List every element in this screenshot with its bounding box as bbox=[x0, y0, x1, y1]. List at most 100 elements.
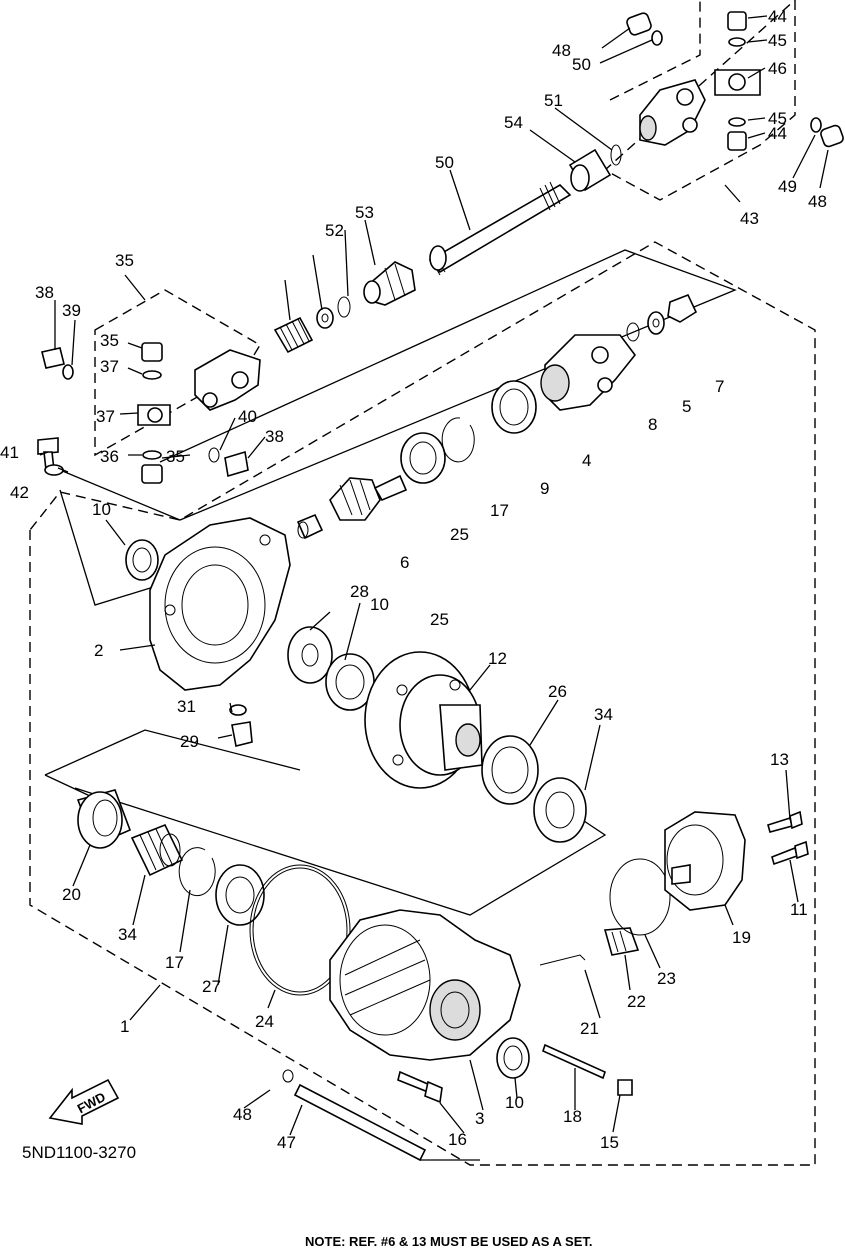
collar-part-54 bbox=[568, 144, 622, 192]
callout-37b: 38 bbox=[265, 427, 284, 446]
callout-25: 25 bbox=[450, 525, 469, 544]
callout-26: 26 bbox=[548, 682, 567, 701]
callout-16: 16 bbox=[448, 1130, 467, 1149]
callout-35: 37 bbox=[100, 357, 119, 376]
callout-9: 9 bbox=[540, 479, 549, 498]
callout-18: 18 bbox=[563, 1107, 582, 1126]
bolt-part-14 bbox=[767, 810, 803, 833]
callout-11: 10 bbox=[370, 595, 389, 614]
callout-12: 11 bbox=[790, 900, 808, 919]
callout-21: 20 bbox=[62, 885, 81, 904]
ujoint-part-33 bbox=[41, 342, 261, 484]
callout-2: 2 bbox=[94, 641, 103, 660]
callout-34b: 35 bbox=[166, 447, 185, 466]
bearing-part-31 bbox=[130, 823, 184, 877]
shaft-part-49 bbox=[428, 181, 572, 276]
bearing-part-26 bbox=[481, 735, 539, 805]
nut-part-7 bbox=[626, 293, 698, 342]
callout-19: 19 bbox=[732, 928, 751, 947]
callout-50b: 52 bbox=[325, 221, 344, 240]
callout-3: 3 bbox=[475, 1109, 484, 1128]
circlip-part-17 bbox=[441, 417, 475, 463]
callout-50: 51 bbox=[544, 91, 563, 110]
callout-30: 31 bbox=[177, 697, 196, 716]
bolt-part-39 bbox=[37, 437, 64, 476]
callout-32: 34 bbox=[594, 705, 613, 724]
callout-29: 29 bbox=[180, 732, 199, 751]
case-part-3 bbox=[329, 909, 521, 1061]
callout-54: 54 bbox=[504, 113, 523, 132]
leader-lines bbox=[39, 15, 829, 1161]
callout-27: 27 bbox=[202, 977, 221, 996]
bearing-part-27 bbox=[215, 864, 265, 926]
callout-43: 43 bbox=[740, 209, 759, 228]
seal-part-10 bbox=[125, 539, 159, 581]
assembly-note: NOTE: REF. #6 & 13 MUST BE USED AS A SET… bbox=[305, 1234, 593, 1249]
rod-part-20 bbox=[539, 954, 586, 966]
circlip-part-17b bbox=[178, 847, 216, 897]
callout-1: 1 bbox=[120, 1017, 129, 1036]
callout-17b: 17 bbox=[165, 953, 184, 972]
housing-part-2 bbox=[149, 517, 291, 691]
callout-40: 42 bbox=[10, 483, 29, 502]
callout-37: 38 bbox=[35, 283, 54, 302]
callout-45b: 45 bbox=[768, 109, 787, 128]
pin-part-41 bbox=[282, 1069, 427, 1162]
callout-33: 35 bbox=[115, 251, 134, 270]
callout-36: 37 bbox=[96, 407, 115, 426]
callout-49: 50 bbox=[435, 153, 454, 172]
shim-part-11 bbox=[287, 626, 333, 684]
callout-8: 8 bbox=[648, 415, 657, 434]
yoke-part-43 bbox=[626, 11, 844, 151]
callout-28: 28 bbox=[350, 582, 369, 601]
callout-13: 12 bbox=[488, 649, 507, 668]
pin-part-18 bbox=[542, 1043, 606, 1080]
bearing-part-28 bbox=[296, 513, 324, 540]
plug-part-15 bbox=[617, 1079, 633, 1096]
callout-48b: 49 bbox=[778, 177, 797, 196]
callout-38: 39 bbox=[62, 301, 81, 320]
parts bbox=[37, 11, 844, 1162]
bolt-part-16 bbox=[397, 1070, 443, 1104]
assembly-boundaries bbox=[29, 0, 816, 1166]
ringgear-part-13 bbox=[364, 651, 483, 789]
callout-23: 23 bbox=[657, 969, 676, 988]
callout-25b: 25 bbox=[430, 610, 449, 629]
spring-part-52 bbox=[273, 296, 351, 354]
callout-47b: 48 bbox=[808, 192, 827, 211]
callout-34: 35 bbox=[100, 331, 119, 350]
callout-10: 10 bbox=[92, 500, 111, 519]
callout-6: 6 bbox=[400, 553, 409, 572]
block-part-22 bbox=[603, 927, 640, 956]
callout-22: 22 bbox=[627, 992, 646, 1011]
pinion-part-6 bbox=[329, 474, 408, 521]
shim-part-32 bbox=[533, 777, 587, 843]
callout-24: 24 bbox=[255, 1012, 274, 1031]
callout-7: 7 bbox=[715, 377, 724, 396]
callout-15: 15 bbox=[600, 1133, 619, 1152]
callout-4: 4 bbox=[582, 451, 591, 470]
callout-labels: 48 50 44 45 46 45 44 49 48 43 51 54 50 5… bbox=[0, 7, 827, 1152]
callout-45: 45 bbox=[768, 31, 787, 50]
boot-part-53 bbox=[363, 261, 416, 306]
race-part-21 bbox=[76, 789, 132, 849]
diagram-code: 5ND1100-3270 bbox=[22, 1143, 136, 1162]
callout-42: 48 bbox=[233, 1105, 252, 1124]
callout-44: 44 bbox=[768, 7, 787, 26]
callout-20: 21 bbox=[580, 1019, 599, 1038]
callout-5: 5 bbox=[682, 397, 691, 416]
callout-17: 17 bbox=[490, 501, 509, 520]
motor-part-19 bbox=[664, 811, 746, 911]
seal-part-9 bbox=[491, 380, 537, 434]
callout-35b: 36 bbox=[100, 447, 119, 466]
callout-48: 50 bbox=[572, 55, 591, 74]
callout-38b: 40 bbox=[238, 407, 257, 426]
gasket-part-23 bbox=[609, 858, 671, 936]
callout-39: 41 bbox=[0, 443, 19, 462]
callout-41: 47 bbox=[277, 1133, 296, 1152]
callout-46: 46 bbox=[768, 59, 787, 78]
callout-10b: 10 bbox=[505, 1093, 524, 1112]
oring-part-24 bbox=[249, 864, 351, 996]
callout-14: 13 bbox=[770, 750, 789, 769]
